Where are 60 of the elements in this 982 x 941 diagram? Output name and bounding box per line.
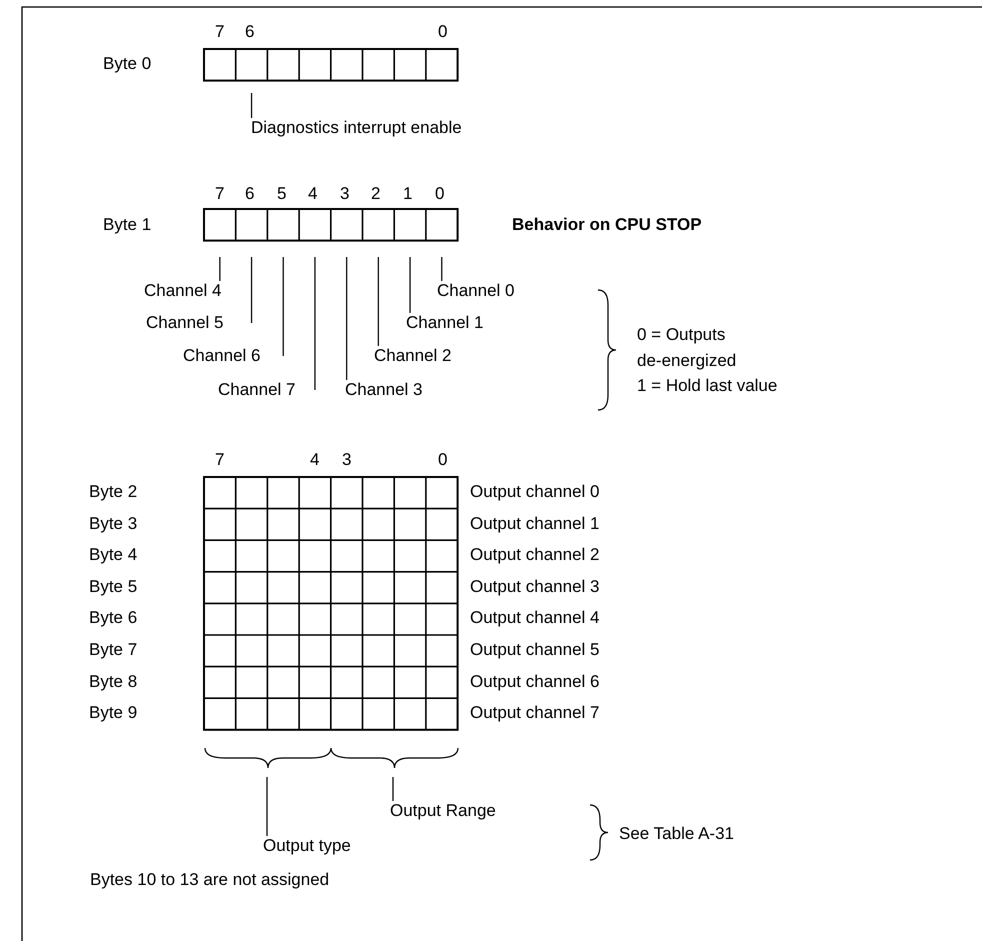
- leader-line: [378, 257, 379, 346]
- bit-number: 7: [215, 184, 224, 204]
- channel-description: Output channel 3: [470, 576, 600, 597]
- bit-description: Channel 4: [144, 281, 222, 301]
- byte-label: Byte 0: [103, 54, 152, 74]
- leader-line: [346, 257, 348, 380]
- channel-description: Output channel 1: [470, 514, 600, 534]
- bit-description: Diagnostics interrupt enable: [251, 118, 462, 138]
- leader-line: [266, 777, 268, 836]
- leader-line: [314, 257, 316, 390]
- value-description: 1 = Hold last value: [637, 376, 778, 396]
- leader-line: [441, 257, 442, 281]
- leader-line: [409, 257, 411, 313]
- bit-description: Channel 2: [374, 346, 452, 366]
- bit-number: 3: [342, 450, 352, 470]
- bit-description: Output Range: [390, 801, 496, 821]
- leader-line: [219, 257, 220, 281]
- reference-note: See Table A-31: [619, 824, 734, 844]
- channel-description: Output channel 6: [470, 672, 600, 692]
- bit-number: 1: [403, 184, 412, 204]
- byte-label: Byte 9: [89, 703, 138, 724]
- bit-description: Channel 0: [437, 281, 515, 301]
- bit-number: 3: [340, 184, 350, 204]
- byte-label: Byte 3: [89, 514, 138, 534]
- bit-description: Channel 5: [146, 313, 224, 333]
- leader-line: [250, 257, 252, 323]
- bit-number: 7: [215, 450, 224, 470]
- leader-line: [282, 257, 284, 356]
- channel-description: Output channel 0: [470, 482, 600, 502]
- byte-label: Byte 7: [89, 640, 138, 660]
- section-heading: Behavior on CPU STOP: [512, 215, 702, 235]
- byte-label: Byte 6: [89, 608, 138, 628]
- value-description: 0 = Outputs de-energized: [637, 324, 738, 372]
- bit-number: 4: [310, 450, 320, 470]
- bit-number: 4: [308, 184, 318, 204]
- note: Bytes 10 to 13 are not assigned: [90, 870, 330, 890]
- byte-label: Byte 5: [89, 576, 138, 597]
- bit-number: 0: [438, 450, 448, 470]
- byte-label: Byte 8: [89, 672, 138, 692]
- bit-description: Channel 7: [218, 380, 296, 400]
- bit-description: Channel 3: [345, 380, 423, 400]
- bit-number: 0: [438, 22, 448, 42]
- channel-description: Output channel 5: [470, 640, 600, 660]
- bit-description: Output type: [263, 836, 351, 856]
- byte-label: Byte 4: [89, 545, 138, 566]
- bit-number: 7: [215, 22, 224, 42]
- leader-line: [392, 777, 394, 801]
- bit-number: 2: [371, 184, 380, 204]
- bit-number: 6: [245, 184, 254, 204]
- channel-description: Output channel 7: [470, 703, 600, 724]
- bit-number: 5: [277, 184, 286, 204]
- leader-line: [250, 93, 252, 118]
- byte-label: Byte 1: [103, 215, 152, 235]
- byte-label: Byte 2: [89, 482, 138, 502]
- channel-description: Output channel 4: [470, 608, 600, 628]
- channel-description: Output channel 2: [470, 545, 600, 566]
- bit-number: 0: [435, 184, 444, 204]
- bit-description: Channel 6: [183, 346, 261, 366]
- bit-description: Channel 1: [406, 313, 484, 333]
- bit-number: 6: [245, 22, 254, 42]
